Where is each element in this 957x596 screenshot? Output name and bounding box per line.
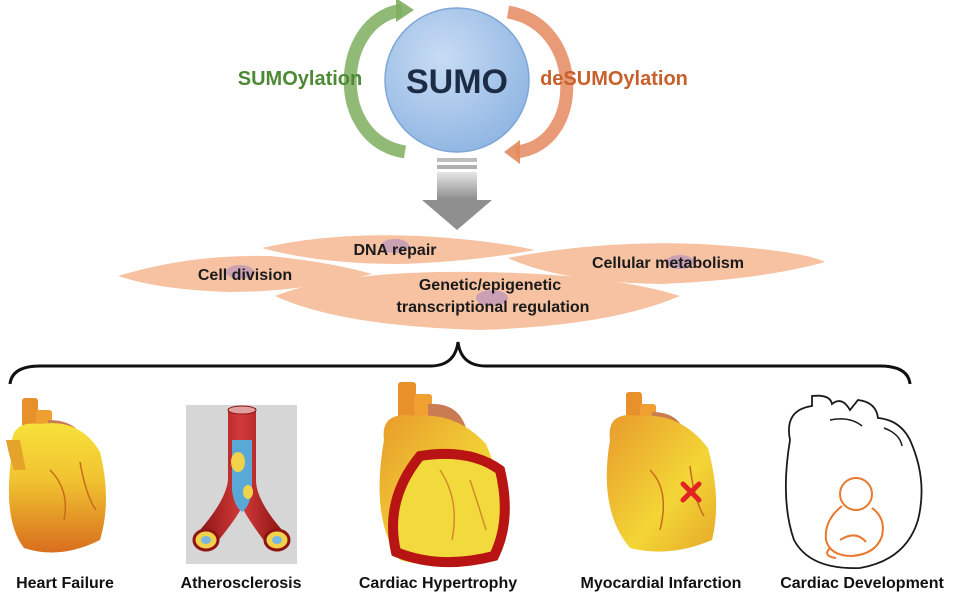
cell-transcription: Genetic/epigenetic transcriptional regul… xyxy=(275,271,680,330)
label-atherosclerosis: Atherosclerosis xyxy=(181,575,302,592)
label-cardiac-hypertrophy: Cardiac Hypertrophy xyxy=(359,575,517,592)
heart-failure-icon xyxy=(6,398,106,553)
label-myocardial-infarction: Myocardial Infarction xyxy=(581,575,742,592)
embryo-heart-icon xyxy=(784,394,923,569)
process-label-transcription-1: Genetic/epigenetic xyxy=(419,277,561,294)
hypertrophy-heart-icon xyxy=(379,382,510,568)
sumo-circle xyxy=(384,7,530,153)
infarction-heart-icon xyxy=(606,392,717,552)
cell-division: Cell division xyxy=(118,255,372,292)
cell-dna-repair: DNA repair xyxy=(262,235,535,264)
desumoylation-label: deSUMOylation xyxy=(540,68,688,90)
process-label-transcription-2: transcriptional regulation xyxy=(397,299,590,316)
artery-icon xyxy=(186,405,297,564)
process-label-dna-repair: DNA repair xyxy=(354,242,437,259)
sumo-label: SUMO xyxy=(406,63,508,101)
cell-metabolism: Cellular metabolism xyxy=(508,243,825,284)
down-arrow xyxy=(422,158,492,230)
desumoylation-arrow xyxy=(504,5,574,164)
sumoylation-label: SUMOylation xyxy=(238,68,362,90)
label-cardiac-development: Cardiac Development xyxy=(780,575,944,592)
process-label-metabolism: Cellular metabolism xyxy=(592,255,744,272)
process-label-cell-division: Cell division xyxy=(198,267,292,284)
curly-brace xyxy=(8,341,912,385)
label-heart-failure: Heart Failure xyxy=(16,575,114,592)
infarction-mark-icon xyxy=(680,481,702,503)
sumoylation-arrow xyxy=(343,0,414,159)
